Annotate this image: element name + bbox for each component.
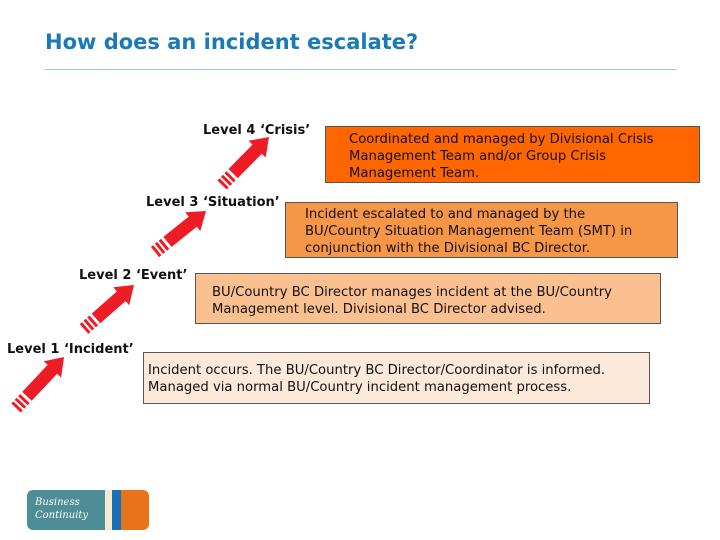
- arrow-stripe: [18, 394, 30, 406]
- logo-text-line-1: Business: [35, 497, 80, 508]
- arrow-stripe: [14, 397, 27, 409]
- level-4-line-1: Coordinated and managed by Divisional Cr…: [349, 132, 654, 147]
- level-3-line-2: BU/Country Situation Management Team (SM…: [305, 224, 633, 239]
- level-1-line-2: Managed via normal BU/Country incident m…: [148, 380, 572, 395]
- logo-text-line-2: Continuity: [35, 510, 89, 521]
- level-3-line-3: conjunction with the Divisional BC Direc…: [305, 241, 591, 256]
- level-2-line-2: Management level. Divisional BC Director…: [212, 302, 546, 317]
- logo-teal-panel: [27, 490, 105, 530]
- arrow-level-3: [150, 211, 206, 258]
- arrow-level-4: [217, 137, 269, 190]
- level-1-description-box: Incident occurs. The BU/Country BC Direc…: [143, 352, 650, 404]
- business-continuity-logo: Business Continuity: [27, 490, 149, 530]
- logo-orange-panel: [121, 490, 149, 530]
- arrow-stripe: [150, 245, 162, 258]
- arrow-body: [91, 285, 134, 324]
- arrow-body: [22, 357, 64, 401]
- arrow-stripe: [154, 241, 166, 254]
- arrow-level-2: [79, 285, 134, 334]
- level-3-label: Level 3 ‘Situation’: [146, 195, 280, 210]
- title-divider: [45, 69, 677, 70]
- arrow-level-1: [11, 357, 64, 413]
- arrow-stripe: [87, 315, 99, 328]
- level-4-line-2: Management Team and/or Group Crisis: [349, 149, 607, 164]
- level-4-label: Level 4 ‘Crisis’: [203, 123, 311, 138]
- arrow-stripe: [11, 401, 23, 413]
- level-3-description-box: Incident escalated to and managed by the…: [285, 202, 678, 258]
- slide-title: How does an incident escalate?: [45, 30, 419, 54]
- level-2-description-box: BU/Country BC Director manages incident …: [195, 273, 661, 324]
- level-4-description-box: Coordinated and managed by Divisional Cr…: [325, 126, 700, 183]
- level-3-line-1: Incident escalated to and managed by the: [305, 207, 586, 222]
- level-2-line-1: BU/Country BC Director manages incident …: [212, 285, 612, 300]
- arrow-body: [228, 137, 269, 179]
- level-2-label: Level 2 ‘Event’: [79, 268, 188, 283]
- level-4-line-3: Management Team.: [349, 166, 480, 181]
- arrow-body: [163, 211, 206, 247]
- arrow-stripe: [79, 322, 91, 334]
- arrow-stripe: [83, 318, 95, 331]
- logo-cream-stripe: [105, 490, 112, 530]
- logo-blue-stripe: [112, 490, 121, 530]
- arrow-stripe: [220, 174, 233, 186]
- level-1-line-1: Incident occurs. The BU/Country BC Direc…: [148, 363, 606, 378]
- arrow-stripe: [224, 171, 236, 183]
- arrow-stripe: [158, 238, 170, 251]
- arrow-stripe: [217, 178, 229, 190]
- level-1-label: Level 1 ‘Incident’: [7, 342, 134, 357]
